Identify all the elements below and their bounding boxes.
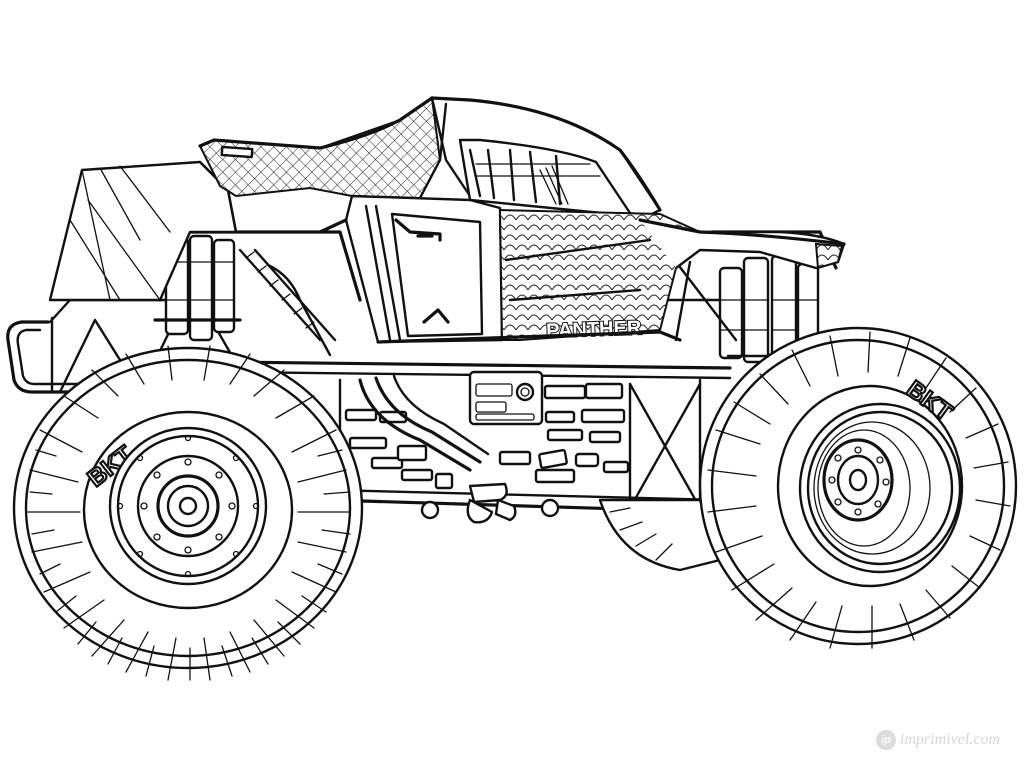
truck-body: PANTHER <box>48 96 846 344</box>
rear-tire: BKT <box>12 345 364 681</box>
imprimivel-logo-icon: ip <box>876 730 897 750</box>
rear-tire-tread <box>27 345 351 681</box>
front-suspension <box>658 230 838 364</box>
exhaust-headers <box>358 374 490 472</box>
watermark-text: imprimivel.com <box>900 731 1000 748</box>
rear-wheel <box>108 426 268 586</box>
watermark: ip imprimivel.com <box>876 730 1000 750</box>
electronics-panels <box>344 382 630 490</box>
front-wheel <box>798 402 962 574</box>
panther-body-label: PANTHER <box>546 317 642 342</box>
front-tire-tread <box>707 331 1011 649</box>
engine-bay <box>344 370 630 524</box>
rear-suspension <box>153 230 362 357</box>
front-tire: BKT <box>698 326 1018 649</box>
far-front-tire <box>598 498 722 572</box>
